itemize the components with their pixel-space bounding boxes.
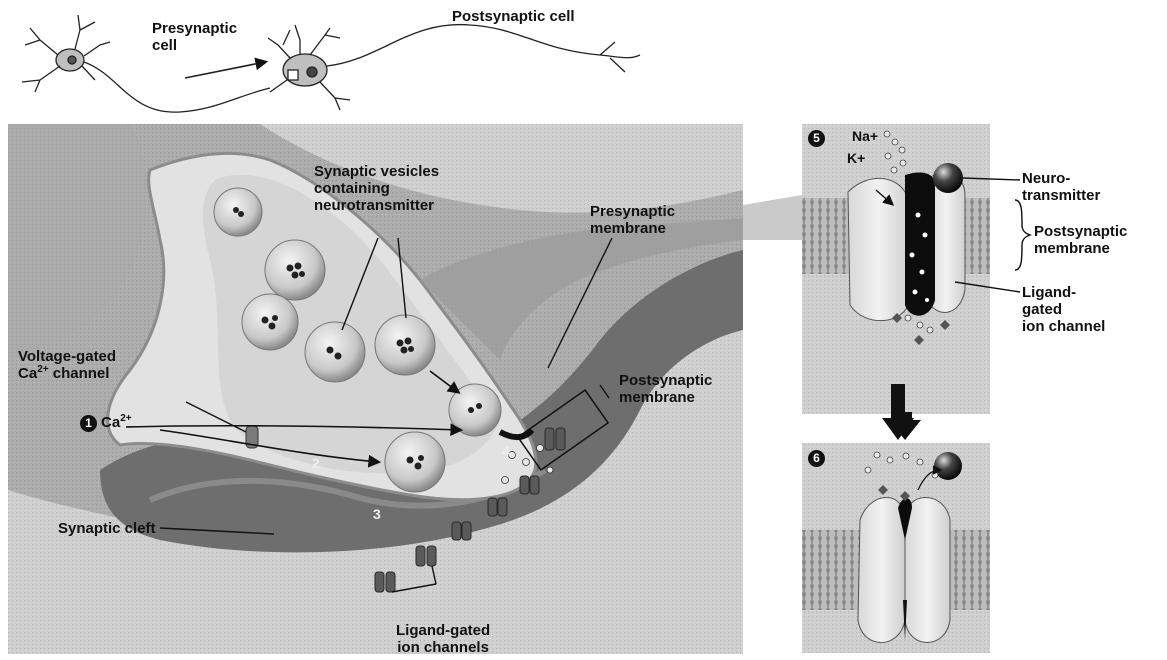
calcium-charge: 2+ [120,413,131,424]
step-6-badge: 6 [808,450,825,467]
ligand-gated-channel-line3: ion channel [1022,318,1105,335]
postsynaptic-membrane-line2: membrane [619,389,712,406]
voltage-gated-ca: Ca [18,365,37,382]
calcium-label: Ca2+ [101,414,132,431]
synaptic-vesicles-label: Synaptic vesicles containing neurotransm… [314,163,439,214]
step-2-number: 2 [312,455,320,471]
voltage-gated-channel-label: Voltage-gated Ca2+ channel [18,348,116,382]
synaptic-cleft-label: Synaptic cleft [58,520,156,537]
ligand-gated-line1: Ligand-gated [396,622,490,639]
calcium-symbol: Ca [101,414,120,431]
ligand-gated-channels-label: Ligand-gated ion channels [396,622,490,656]
presynaptic-membrane-line1: Presynaptic [590,203,675,220]
side-postsynaptic-line2: membrane [1034,240,1127,257]
presynaptic-cell-label: Presynaptic cell [152,20,237,54]
ligand-gated-channel-label: Ligand- gated ion channel [1022,284,1105,335]
step-3-number: 3 [373,506,381,522]
synaptic-vesicles-line3: neurotransmitter [314,197,439,214]
ligand-gated-channel-line2: gated [1022,301,1105,318]
synaptic-vesicles-line2: containing [314,180,439,197]
step-1-badge: 1 [80,415,97,432]
side-postsynaptic-line1: Postsynaptic [1034,223,1127,240]
postsynaptic-membrane-line1: Postsynaptic [619,372,712,389]
ligand-gated-channel-line1: Ligand- [1022,284,1105,301]
postsynaptic-cell-label: Postsynaptic cell [452,8,575,25]
ligand-gated-line2: ion channels [396,639,490,656]
sodium-label: Na+ [852,128,878,145]
voltage-gated-charge: 2+ [37,364,48,375]
synaptic-vesicles-line1: Synaptic vesicles [314,163,439,180]
postsynaptic-membrane-label: Postsynaptic membrane [619,372,712,406]
down-arrow-icon [891,384,905,418]
presynaptic-membrane-line2: membrane [590,220,675,237]
top-arrow-icon [185,62,265,78]
panel-5-channel-open [743,124,1030,414]
neurotransmitter-label: Neuro- transmitter [1022,170,1100,204]
neurotransmitter-icon [933,163,963,193]
postsynaptic-neuron-icon [268,25,640,110]
panel-6-channel-closed [802,443,990,653]
voltage-gated-line1: Voltage-gated [18,348,116,365]
step-5-badge: 5 [808,130,825,147]
presynaptic-cell-line1: Presynaptic [152,20,237,37]
side-postsynaptic-membrane-label: Postsynaptic membrane [1034,223,1127,257]
neurotransmitter-line2: transmitter [1022,187,1100,204]
step-4-number: 4 [502,443,510,459]
presynaptic-membrane-label: Presynaptic membrane [590,203,675,237]
voltage-gated-channel-word: channel [49,365,110,382]
potassium-label: K+ [847,150,865,167]
neurotransmitter-line1: Neuro- [1022,170,1100,187]
voltage-gated-line2: Ca2+ channel [18,365,116,382]
presynaptic-cell-line2: cell [152,37,237,54]
